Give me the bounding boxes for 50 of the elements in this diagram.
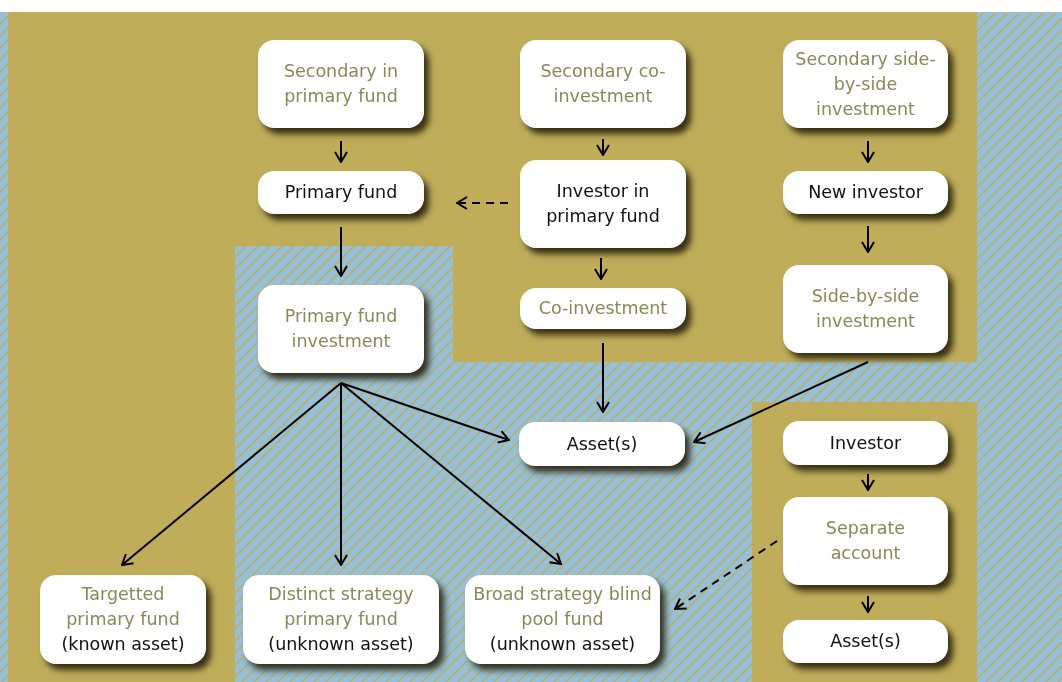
box-label: Separate account xyxy=(824,517,907,565)
box-label: Investor xyxy=(829,431,902,455)
rounded-box xyxy=(783,421,948,465)
rounded-box xyxy=(783,265,948,353)
rounded-box xyxy=(783,40,948,128)
arrow xyxy=(594,257,608,280)
box-label: New investor xyxy=(808,181,923,204)
arrow xyxy=(334,140,348,163)
arrow xyxy=(340,382,562,565)
box-label: Asset(s) xyxy=(830,630,901,653)
box-label: Secondary in primary fund xyxy=(282,60,400,108)
box-label: (unknown asset) xyxy=(489,633,636,656)
arrow xyxy=(861,225,875,253)
arrow xyxy=(121,382,342,566)
rounded-box xyxy=(258,171,424,214)
box-label: Investor in primary fund xyxy=(545,180,661,228)
arrow xyxy=(596,138,610,156)
arrow xyxy=(861,140,875,163)
arrow xyxy=(674,540,778,610)
rounded-box xyxy=(520,160,686,248)
box-label: Broad strategy blind pool fund xyxy=(472,583,653,631)
rounded-box xyxy=(783,171,948,214)
box-label: Secondary side-by-side investment xyxy=(794,47,937,121)
box-label: Distinct strategy primary fund xyxy=(267,583,415,631)
box-label: Side-by-side investment xyxy=(810,285,921,333)
rounded-box xyxy=(258,40,424,128)
rounded-box xyxy=(40,575,206,664)
rounded-box xyxy=(520,40,686,128)
box-label: Primary fund xyxy=(284,181,398,204)
rounded-box xyxy=(520,288,686,329)
rounded-box xyxy=(243,575,439,664)
box-label: Asset(s) xyxy=(566,432,638,456)
box-label: Primary fund investment xyxy=(283,305,399,353)
rounded-box xyxy=(519,422,685,466)
arrow xyxy=(861,595,875,613)
rounded-box xyxy=(465,575,660,664)
box-label: Co-investment xyxy=(538,297,668,320)
box-label: Targetted primary fund xyxy=(65,583,181,631)
box-label: Secondary co-investment xyxy=(539,60,667,108)
arrow xyxy=(340,382,510,444)
box-label: (unknown asset) xyxy=(268,633,414,656)
rounded-box xyxy=(783,620,948,663)
rounded-box xyxy=(258,285,424,373)
arrow xyxy=(456,196,509,210)
rounded-box xyxy=(783,497,948,585)
box-label: (known asset) xyxy=(61,633,185,656)
arrow xyxy=(334,226,348,277)
arrow xyxy=(596,342,610,413)
arrow xyxy=(334,382,348,566)
arrow xyxy=(861,473,875,491)
